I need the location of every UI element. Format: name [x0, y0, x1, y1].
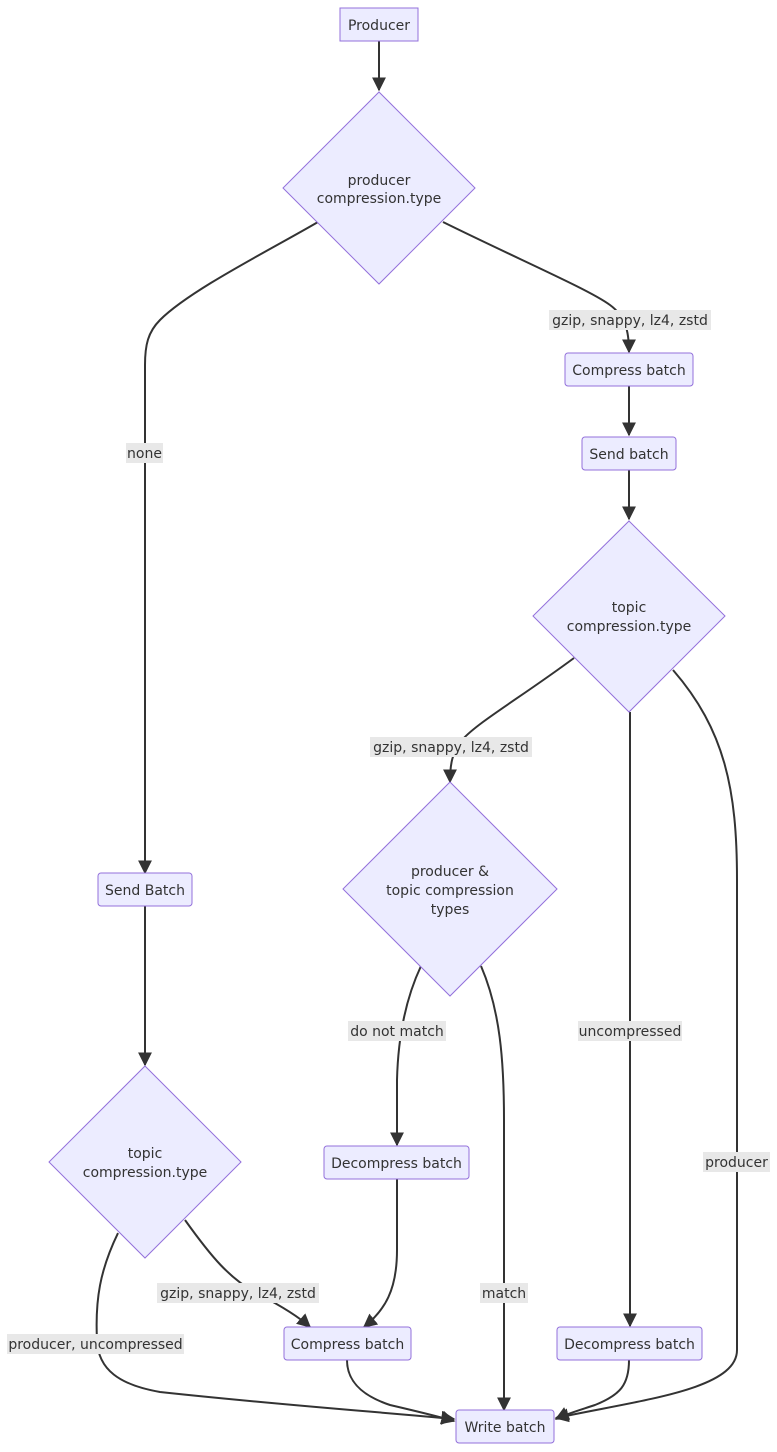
svg-text:types: types — [431, 902, 470, 918]
edge-producer-uncompressed — [95, 1232, 456, 1425]
edge-label-match: match — [480, 1283, 528, 1303]
node-decompress-batch-2[interactable]: Decompress batch — [556, 1326, 703, 1361]
node-decompress-batch-1[interactable]: Decompress batch — [323, 1145, 470, 1180]
edge-none — [138, 221, 319, 875]
svg-text:compression.type: compression.type — [567, 619, 692, 635]
svg-text:Write batch: Write batch — [465, 1420, 546, 1436]
node-write-batch[interactable]: Write batch — [455, 1409, 555, 1444]
svg-text:producer &: producer & — [411, 864, 489, 880]
svg-text:topic compression: topic compression — [386, 883, 514, 899]
edge-label-codecs-1: gzip, snappy, lz4, zstd — [549, 310, 711, 330]
edge-producer-to-write — [554, 669, 738, 1423]
svg-text:Compress batch: Compress batch — [572, 363, 686, 379]
node-compress-batch-2[interactable]: Compress batch — [283, 1326, 412, 1361]
svg-text:Send batch: Send batch — [589, 447, 668, 463]
svg-text:uncompressed: uncompressed — [579, 1024, 682, 1040]
svg-text:Compress batch: Compress batch — [291, 1337, 405, 1353]
node-producer[interactable]: Producer — [339, 7, 419, 42]
edge-topic-codecs — [443, 657, 575, 784]
svg-text:gzip, snappy, lz4, zstd: gzip, snappy, lz4, zstd — [160, 1286, 316, 1302]
edge-compress-to-write — [346, 1359, 456, 1425]
svg-text:Send Batch: Send Batch — [105, 883, 185, 899]
edge-decompress-to-compress — [362, 1179, 398, 1328]
svg-text:producer: producer — [348, 173, 411, 189]
svg-text:compression.type: compression.type — [83, 1165, 208, 1181]
node-producer-topic-types[interactable]: producer & topic compression types — [342, 781, 558, 997]
svg-text:gzip, snappy, lz4, zstd: gzip, snappy, lz4, zstd — [373, 740, 529, 756]
node-topic-compression-type-2[interactable]: topic compression.type — [48, 1065, 242, 1259]
node-topic-compression-type-1[interactable]: topic compression.type — [532, 520, 726, 713]
edge-labels: none gzip, snappy, lz4, zstd gzip, snapp… — [7, 310, 770, 1354]
svg-text:do not match: do not match — [350, 1024, 444, 1040]
svg-text:producer: producer — [705, 1155, 768, 1171]
edges — [95, 41, 738, 1425]
node-send-batch-2[interactable]: Send Batch — [97, 872, 193, 907]
svg-text:none: none — [127, 446, 162, 462]
edge-label-producer: producer — [703, 1152, 770, 1172]
edge-label-codecs-3: gzip, snappy, lz4, zstd — [157, 1283, 319, 1303]
svg-text:producer, uncompressed: producer, uncompressed — [8, 1337, 182, 1353]
edge-label-producer-uncompressed: producer, uncompressed — [7, 1334, 184, 1354]
nodes: Producer producer compression.type Compr… — [48, 7, 726, 1444]
svg-text:compression.type: compression.type — [317, 191, 442, 207]
edge-label-codecs-2: gzip, snappy, lz4, zstd — [370, 737, 532, 757]
edge-match — [480, 965, 511, 1412]
edge-topic-codecs-to-compress — [184, 1219, 312, 1328]
node-compress-batch-1[interactable]: Compress batch — [564, 352, 694, 387]
node-send-batch-1[interactable]: Send batch — [581, 436, 677, 471]
svg-text:Producer: Producer — [348, 18, 410, 34]
svg-text:gzip, snappy, lz4, zstd: gzip, snappy, lz4, zstd — [552, 313, 708, 329]
svg-text:Decompress batch: Decompress batch — [331, 1156, 462, 1172]
node-producer-compression-type[interactable]: producer compression.type — [282, 91, 476, 285]
edge-codecs-to-compress-batch — [442, 221, 636, 354]
svg-text:match: match — [482, 1286, 526, 1302]
edge-label-uncompressed: uncompressed — [578, 1021, 682, 1041]
svg-text:Decompress batch: Decompress batch — [564, 1337, 695, 1353]
edge-label-none: none — [126, 443, 163, 463]
edge-decompress-to-write — [554, 1359, 630, 1420]
edge-label-do-not-match: do not match — [348, 1021, 446, 1041]
svg-text:topic: topic — [612, 600, 647, 616]
edge-do-not-match — [390, 965, 422, 1147]
svg-text:topic: topic — [128, 1146, 163, 1162]
